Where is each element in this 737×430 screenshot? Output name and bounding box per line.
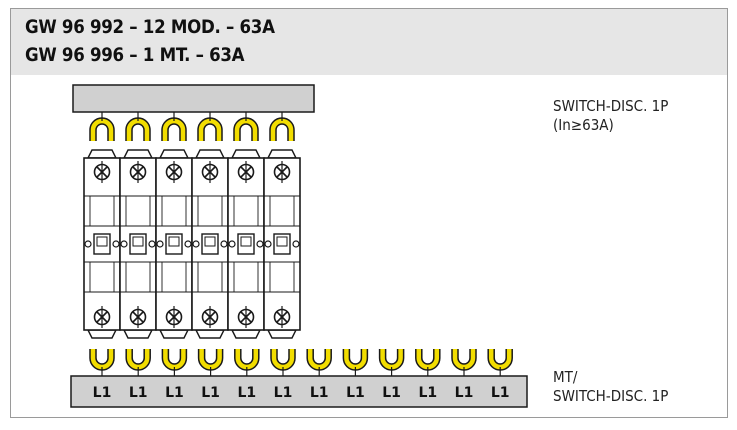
switch-disc-label-line-1: SWITCH-DISC. 1P <box>553 97 669 115</box>
bottom-fork-terminal <box>342 349 369 376</box>
top-fork-terminal <box>269 112 295 141</box>
top-fork-terminal <box>233 112 259 141</box>
bottom-comb-busbar <box>70 375 528 408</box>
mt-label-line-1: MT/ <box>553 368 578 386</box>
bottom-fork-terminal <box>415 349 441 376</box>
bottom-fork-terminal <box>306 349 332 376</box>
terminal-label-l1: L1 <box>237 385 256 401</box>
title-line-2: GW 96 996 – 1 MT. – 63A <box>25 45 245 66</box>
terminal-label-l1: L1 <box>310 385 329 401</box>
bottom-fork-terminal <box>487 349 513 376</box>
bottom-fork-terminal <box>451 349 477 376</box>
top-fork-terminal <box>125 112 151 141</box>
top-comb-busbar <box>72 84 315 113</box>
terminal-label-l1: L1 <box>201 385 220 401</box>
circuit-breaker-module <box>83 149 121 339</box>
terminal-label-l1: L1 <box>491 385 510 401</box>
top-fork-terminal <box>197 112 223 141</box>
terminal-label-l1: L1 <box>346 385 365 401</box>
header-band: GW 96 992 – 12 MOD. – 63A GW 96 996 – 1 … <box>11 9 727 75</box>
circuit-breaker-module <box>191 149 229 339</box>
circuit-breaker-module <box>263 149 301 339</box>
bottom-fork-terminal <box>89 349 115 376</box>
bottom-fork-terminal <box>378 349 405 376</box>
top-fork-terminal <box>161 112 187 141</box>
circuit-breaker-module <box>227 149 265 339</box>
terminal-label-l1: L1 <box>93 385 112 401</box>
circuit-breaker-module <box>155 149 193 339</box>
terminal-label-l1: L1 <box>418 385 437 401</box>
bottom-fork-terminal <box>270 349 296 376</box>
terminal-label-l1: L1 <box>274 385 293 401</box>
bottom-fork-terminal <box>125 349 151 376</box>
terminal-label-l1: L1 <box>129 385 148 401</box>
terminal-label-l1: L1 <box>382 385 401 401</box>
bottom-fork-terminal <box>161 349 188 376</box>
top-fork-terminal <box>89 112 115 141</box>
switch-disc-label-line-2: (In≥63A) <box>553 116 614 134</box>
terminal-label-l1: L1 <box>455 385 474 401</box>
bottom-fork-terminal <box>197 349 224 376</box>
title-line-1: GW 96 992 – 12 MOD. – 63A <box>25 17 275 38</box>
terminal-label-l1: L1 <box>165 385 184 401</box>
bottom-fork-terminal <box>234 349 260 376</box>
circuit-breaker-module <box>119 149 157 339</box>
mt-label-line-2: SWITCH-DISC. 1P <box>553 387 669 405</box>
